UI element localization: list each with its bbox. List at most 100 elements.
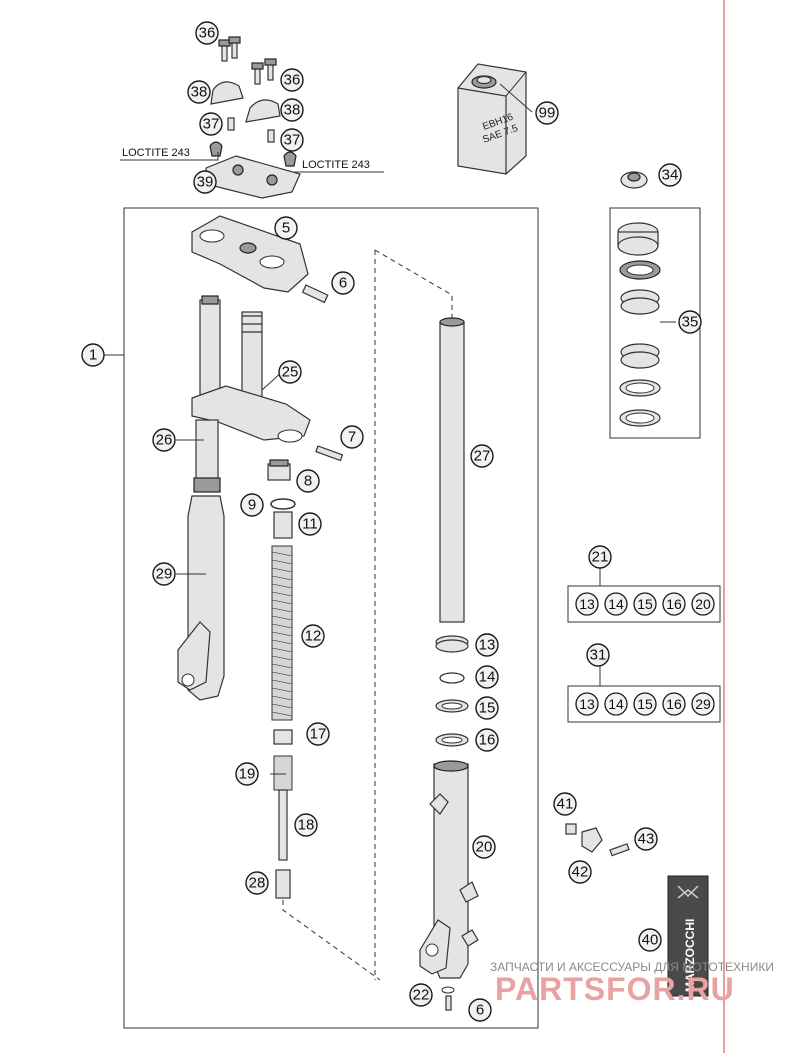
callout-15: 15 xyxy=(475,696,499,720)
kit-21-item-16: 16 xyxy=(662,592,686,616)
loctite-label-left: LOCTITE 243 xyxy=(122,147,190,159)
svg-text:27: 27 xyxy=(474,448,491,465)
callout-29: 29 xyxy=(152,562,176,586)
callout-20: 20 xyxy=(472,835,496,859)
kit-21-item-20: 20 xyxy=(691,592,715,616)
svg-text:15: 15 xyxy=(637,696,653,712)
kit-31-item-13: 13 xyxy=(575,692,599,716)
kit-21-item-14: 14 xyxy=(604,592,628,616)
kit-31-item-16: 16 xyxy=(662,692,686,716)
watermark-tagline: ЗАПЧАСТИ И АКСЕССУАРЫ ДЛЯ МОТОТЕХНИКИ xyxy=(490,960,774,974)
svg-text:6: 6 xyxy=(476,1002,484,1019)
svg-text:39: 39 xyxy=(197,174,214,191)
leader-lines xyxy=(104,83,601,775)
fork-internals xyxy=(267,459,381,981)
svg-text:9: 9 xyxy=(248,497,256,514)
callout-6-top: 6 xyxy=(331,271,355,295)
svg-text:35: 35 xyxy=(682,314,699,331)
callout-42: 42 xyxy=(568,860,592,884)
svg-text:31: 31 xyxy=(590,647,607,664)
callout-31: 31 xyxy=(586,643,610,667)
svg-text:42: 42 xyxy=(572,864,589,881)
svg-text:16: 16 xyxy=(666,596,682,612)
callout-27: 27 xyxy=(470,444,494,468)
svg-text:29: 29 xyxy=(695,696,711,712)
svg-text:6: 6 xyxy=(339,275,347,292)
callout-1: 1 xyxy=(81,343,105,367)
svg-text:20: 20 xyxy=(476,839,493,856)
svg-text:29: 29 xyxy=(156,566,173,583)
svg-text:13: 13 xyxy=(479,637,496,654)
svg-text:7: 7 xyxy=(348,429,356,446)
kit-31-item-14: 14 xyxy=(604,692,628,716)
callout-7: 7 xyxy=(340,425,364,449)
svg-text:36: 36 xyxy=(284,72,301,89)
svg-text:14: 14 xyxy=(479,669,496,686)
callout-5: 5 xyxy=(274,216,298,240)
svg-text:18: 18 xyxy=(298,817,315,834)
marzocchi-logo xyxy=(667,875,709,997)
logo-brand-text: MARZOCCHI xyxy=(683,919,697,992)
kit-31-item-29: 29 xyxy=(691,692,715,716)
watermark-brand: PARTSFOR.RU xyxy=(495,971,735,1007)
svg-text:37: 37 xyxy=(284,132,301,149)
svg-text:12: 12 xyxy=(305,628,322,645)
svg-text:8: 8 xyxy=(304,473,312,490)
kit-21-item-15: 15 xyxy=(633,592,657,616)
steering-bearing-parts xyxy=(617,171,676,427)
svg-text:1: 1 xyxy=(89,347,97,364)
svg-text:38: 38 xyxy=(284,102,301,119)
svg-text:21: 21 xyxy=(592,549,609,566)
callout-26: 26 xyxy=(152,428,176,452)
svg-text:43: 43 xyxy=(638,831,655,848)
svg-text:17: 17 xyxy=(310,726,327,743)
right-fork-leg xyxy=(374,249,479,1011)
svg-text:16: 16 xyxy=(479,732,496,749)
kit-31-box xyxy=(567,685,721,723)
svg-text:38: 38 xyxy=(191,84,208,101)
kit-31-item-15: 15 xyxy=(633,692,657,716)
svg-text:40: 40 xyxy=(642,932,659,949)
callout-11: 11 xyxy=(298,512,322,536)
callout-12: 12 xyxy=(301,624,325,648)
callout-25: 25 xyxy=(278,360,302,384)
svg-text:22: 22 xyxy=(413,987,430,1004)
callout-28: 28 xyxy=(245,871,269,895)
callout-36-top: 36 xyxy=(195,21,219,45)
svg-text:20: 20 xyxy=(695,596,711,612)
callout-35: 35 xyxy=(678,310,702,334)
axle-clamp-parts xyxy=(565,823,630,857)
svg-text:37: 37 xyxy=(203,116,220,133)
svg-text:19: 19 xyxy=(239,766,256,783)
fork-assembly-frame xyxy=(123,207,539,1029)
kit-31-items: 13 14 15 16 29 xyxy=(575,692,715,716)
upper-triple-clamp xyxy=(191,215,329,304)
svg-text:26: 26 xyxy=(156,432,173,449)
callout-99: 99 xyxy=(535,101,559,125)
svg-text:13: 13 xyxy=(579,696,595,712)
callout-9: 9 xyxy=(240,493,264,517)
callout-13: 13 xyxy=(475,633,499,657)
svg-text:11: 11 xyxy=(302,516,318,533)
callout-19: 19 xyxy=(235,762,259,786)
svg-text:15: 15 xyxy=(637,596,653,612)
callout-40: 40 xyxy=(638,928,662,952)
callout-41: 41 xyxy=(553,792,577,816)
loctite-label-right: LOCTITE 243 xyxy=(302,159,370,171)
callout-36-right: 36 xyxy=(280,68,304,92)
bar-clamp-group xyxy=(120,36,384,199)
svg-text:14: 14 xyxy=(608,596,624,612)
callout-8: 8 xyxy=(296,469,320,493)
callout-22: 22 xyxy=(409,983,433,1007)
svg-text:34: 34 xyxy=(662,167,679,184)
callout-17: 17 xyxy=(306,722,330,746)
callout-18: 18 xyxy=(294,813,318,837)
callout-37-right: 37 xyxy=(280,128,304,152)
kit-21-box xyxy=(567,585,721,623)
callout-37-left: 37 xyxy=(199,112,223,136)
svg-text:28: 28 xyxy=(249,875,266,892)
callout-38-left: 38 xyxy=(187,80,211,104)
callout-16: 16 xyxy=(475,728,499,752)
